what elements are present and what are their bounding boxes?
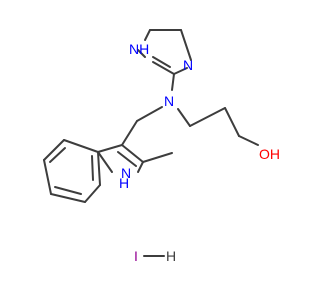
- bond: [144, 29, 151, 41]
- double-bond-line: [49, 147, 66, 163]
- molecule-drawing: NH N N OH N H I H: [43, 29, 280, 264]
- bond: [136, 106, 163, 122]
- bond: [137, 49, 146, 58]
- bond: [121, 120, 138, 146]
- bond: [43, 159, 52, 195]
- double-bond-line: [91, 155, 94, 181]
- amine-n-label: N: [164, 93, 174, 109]
- bond: [177, 108, 191, 127]
- bond: [84, 184, 101, 203]
- indole-benzene-ring: [43, 139, 101, 203]
- bond: [97, 151, 101, 186]
- hydroxyl-label: OH: [259, 146, 280, 162]
- imidazoline-nh-label: NH: [129, 41, 149, 57]
- bond: [180, 29, 192, 61]
- indole-pyrrole-ring: [97, 144, 173, 173]
- imidazoline-ring: [137, 29, 192, 91]
- iodine-label: I: [134, 248, 138, 264]
- bond: [63, 139, 99, 153]
- bond: [43, 139, 65, 161]
- bond: [142, 152, 173, 163]
- propanol-chain: [177, 107, 259, 146]
- bond: [173, 67, 188, 75]
- imidazoline-n-label: N: [183, 57, 193, 73]
- bond: [97, 144, 123, 153]
- bond: [171, 73, 175, 91]
- double-bond-line: [117, 151, 137, 167]
- bond: [238, 135, 259, 146]
- double-bond-line: [54, 186, 82, 195]
- double-bond-line: [152, 56, 171, 68]
- bond: [137, 161, 144, 173]
- bond: [50, 193, 86, 203]
- iodide-h-label: H: [166, 248, 176, 264]
- indole-n-label: N: [121, 165, 131, 181]
- bond: [97, 151, 113, 173]
- structure-canvas: NH N N OH N H I H: [43, 29, 280, 264]
- bond: [189, 107, 226, 127]
- bond: [121, 144, 144, 163]
- bond: [152, 61, 175, 75]
- bond: [224, 107, 240, 137]
- indole-h-label: H: [119, 175, 129, 191]
